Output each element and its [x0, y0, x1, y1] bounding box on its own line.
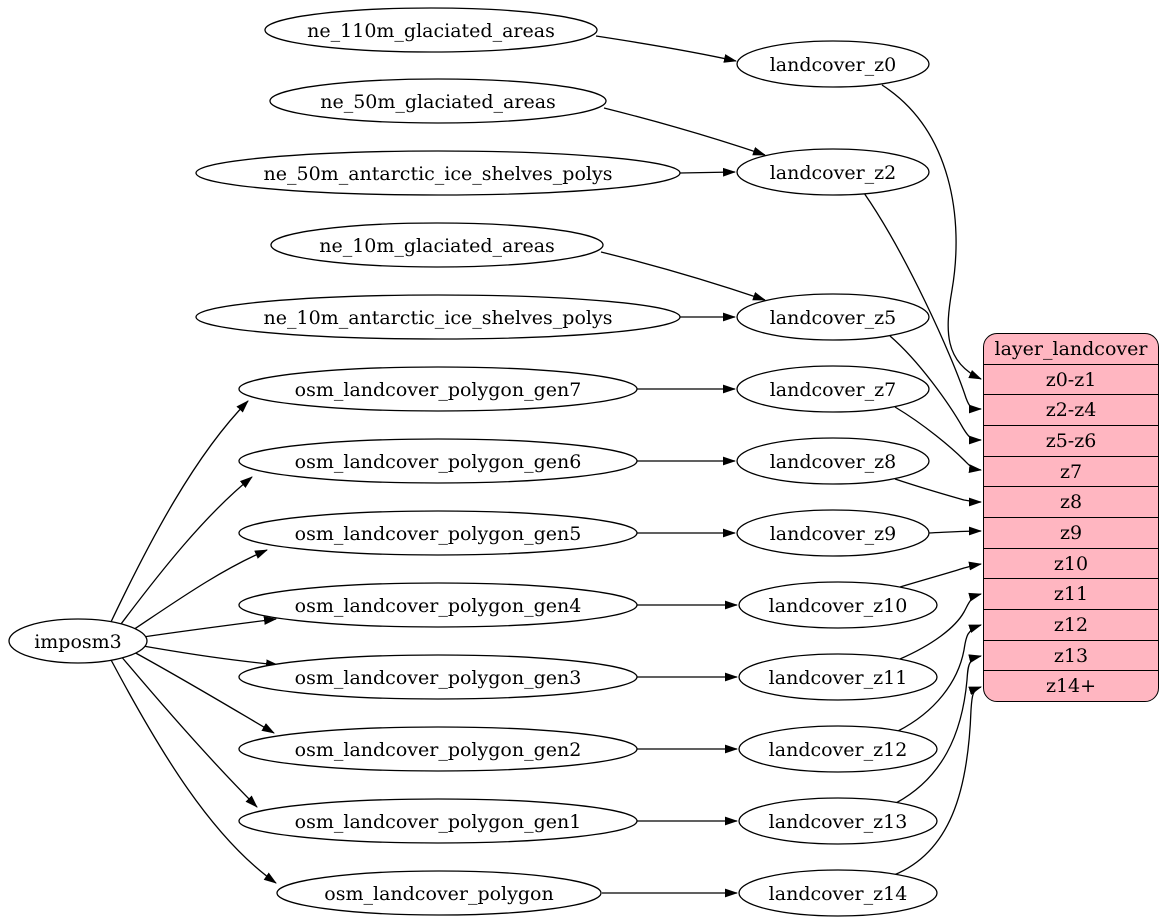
node-landcover-z2: landcover_z2: [736, 148, 930, 196]
node-landcover-z10: landcover_z10: [738, 581, 938, 629]
edge-z0-row: [881, 84, 982, 380]
node-label: ne_50m_glaciated_areas: [320, 91, 556, 113]
node-ne-110m-glaciated-areas: ne_110m_glaciated_areas: [264, 7, 598, 53]
edge-z12-row: [897, 624, 982, 732]
edge-z2-row: [863, 192, 982, 414]
node-label: landcover_z14: [769, 883, 908, 905]
edge-z10-row: [899, 561, 982, 588]
table-row-z11: z11: [984, 578, 1158, 609]
table-row-z14plus: z14+: [984, 670, 1158, 701]
node-label: landcover_z5: [770, 307, 897, 329]
table-row-z9: z9: [984, 517, 1158, 548]
node-label: osm_landcover_polygon_gen6: [295, 451, 582, 473]
node-ne-50m-glaciated-areas: ne_50m_glaciated_areas: [269, 78, 607, 124]
edge-imposm3-gen5: [129, 549, 268, 633]
node-label: osm_landcover_polygon_gen2: [295, 739, 582, 761]
node-landcover-z9: landcover_z9: [736, 509, 930, 557]
node-landcover-z7: landcover_z7: [736, 365, 930, 413]
node-landcover-z13: landcover_z13: [738, 797, 938, 845]
node-osm-landcover-polygon-gen4: osm_landcover_polygon_gen4: [238, 582, 638, 628]
node-osm-landcover-polygon-gen6: osm_landcover_polygon_gen6: [238, 438, 638, 484]
node-landcover-z12: landcover_z12: [738, 725, 938, 773]
edge-ne110m-z0: [595, 35, 737, 63]
node-label: landcover_z7: [770, 379, 897, 401]
edge-imposm3-gen3: [142, 645, 279, 669]
node-label: ne_50m_antarctic_ice_shelves_polys: [264, 163, 613, 185]
edge-imposm3-gen6: [117, 476, 253, 629]
node-imposm3: imposm3: [8, 618, 148, 664]
edge-z5-row: [889, 335, 982, 445]
table-row-z0-z1: z0-z1: [984, 363, 1158, 395]
node-label: landcover_z9: [770, 523, 897, 545]
node-label: landcover_z11: [769, 667, 908, 689]
edge-imposm3-gen1: [119, 654, 258, 808]
node-ne-10m-antarctic-ice-shelves-polys: ne_10m_antarctic_ice_shelves_polys: [195, 294, 681, 340]
edge-z13-row: [895, 654, 982, 804]
edge-ne10mglac-z5: [600, 251, 766, 301]
node-label: landcover_z2: [770, 162, 897, 184]
layer-landcover-table: layer_landcover z0-z1 z2-z4 z5-z6 z7 z8 …: [983, 333, 1159, 702]
edge-imposm3-gen4: [142, 616, 277, 638]
node-osm-landcover-polygon-gen5: osm_landcover_polygon_gen5: [238, 510, 638, 556]
node-group: imposm3 ne_110m_glaciated_areas ne_50m_g…: [8, 7, 938, 917]
node-label: ne_10m_glaciated_areas: [319, 235, 555, 257]
node-label: landcover_z12: [769, 739, 908, 761]
node-ne-10m-glaciated-areas: ne_10m_glaciated_areas: [270, 222, 604, 268]
node-label: landcover_z8: [770, 451, 897, 473]
node-label: osm_landcover_polygon_gen4: [295, 595, 582, 617]
node-ne-50m-antarctic-ice-shelves-polys: ne_50m_antarctic_ice_shelves_polys: [195, 150, 681, 196]
table-row-z13: z13: [984, 639, 1158, 671]
edge-ne50mant-z2: [679, 167, 736, 177]
table-row-z10: z10: [984, 547, 1158, 579]
node-label: landcover_z10: [769, 595, 908, 617]
node-landcover-z8: landcover_z8: [736, 437, 930, 485]
node-label: osm_landcover_polygon_gen7: [295, 379, 582, 401]
table-row-z8: z8: [984, 486, 1158, 517]
node-osm-landcover-polygon: osm_landcover_polygon: [276, 870, 602, 916]
table-header: layer_landcover: [994, 337, 1148, 360]
node-label: imposm3: [34, 631, 122, 653]
table-row-z5-z6: z5-z6: [984, 425, 1158, 456]
edge-z14-row: [893, 686, 982, 876]
node-osm-landcover-polygon-gen1: osm_landcover_polygon_gen1: [238, 798, 638, 844]
node-label: osm_landcover_polygon: [324, 883, 553, 905]
table-row-z2-z4: z2-z4: [984, 394, 1158, 425]
table-row-z7: z7: [984, 455, 1158, 487]
edge-imposm3-polygon: [109, 657, 277, 884]
edge-z8-row: [894, 478, 982, 507]
node-landcover-z14: landcover_z14: [738, 869, 938, 917]
node-landcover-z0: landcover_z0: [736, 40, 930, 88]
node-osm-landcover-polygon-gen7: osm_landcover_polygon_gen7: [238, 366, 638, 412]
node-label: osm_landcover_polygon_gen1: [295, 811, 582, 833]
edge-z11-row: [899, 592, 982, 660]
node-landcover-z5: landcover_z5: [736, 293, 930, 341]
node-osm-landcover-polygon-gen3: osm_landcover_polygon_gen3: [238, 654, 638, 700]
edge-z7-row: [894, 406, 982, 474]
edge-z9-row: [928, 526, 982, 536]
node-landcover-z11: landcover_z11: [738, 653, 938, 701]
edge-imposm3-gen7: [109, 400, 249, 625]
edge-group: [109, 35, 982, 898]
edge-imposm3-gen2: [131, 650, 275, 734]
node-label: ne_110m_glaciated_areas: [307, 20, 555, 42]
node-label: ne_10m_antarctic_ice_shelves_polys: [264, 307, 613, 329]
node-label: landcover_z13: [769, 811, 908, 833]
node-label: osm_landcover_polygon_gen3: [295, 667, 582, 689]
edge-ne50mglac-z2: [603, 107, 766, 156]
node-label: osm_landcover_polygon_gen5: [295, 523, 582, 545]
node-label: landcover_z0: [770, 54, 897, 76]
node-osm-landcover-polygon-gen2: osm_landcover_polygon_gen2: [238, 726, 638, 772]
table-row-z12: z12: [984, 609, 1158, 640]
